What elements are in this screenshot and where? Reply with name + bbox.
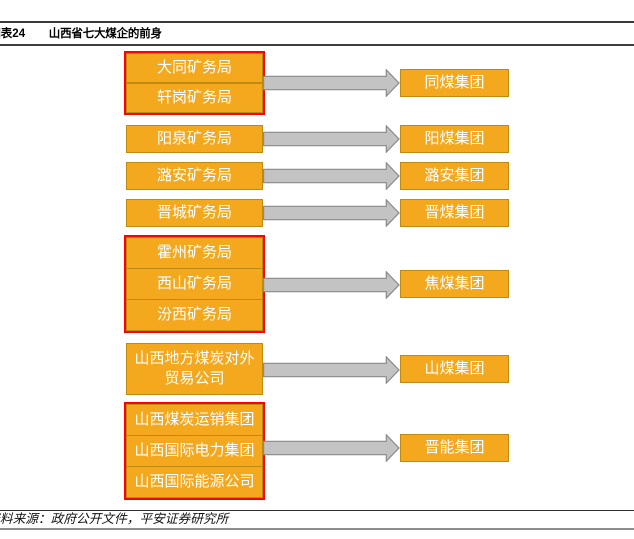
predecessor-box: 西山矿务局 xyxy=(126,268,263,300)
title-rule xyxy=(0,44,634,46)
source-note: 资料来源：政府公开文件，平安证券研究所 xyxy=(0,512,229,527)
figure-title: 山西省七大煤企的前身 xyxy=(48,27,162,40)
predecessor-box: 山西地方煤炭对外贸易公司 xyxy=(126,343,263,395)
predecessor-box: 霍州矿务局 xyxy=(126,237,263,269)
figure-label: 图表24 xyxy=(0,27,26,40)
predecessor-box: 山西国际能源公司 xyxy=(126,466,263,499)
predecessor-box: 汾西矿务局 xyxy=(126,299,263,332)
predecessor-group: 霍州矿务局 西山矿务局 汾西矿务局 xyxy=(124,235,265,333)
source-row: 资料来源：政府公开文件，平安证券研究所 xyxy=(0,512,634,528)
successor-box: 山煤集团 xyxy=(400,354,509,383)
predecessor-box: 山西国际电力集团 xyxy=(126,435,263,467)
flow-arrow xyxy=(263,69,400,97)
figure-header: 图表24 山西省七大煤企的前身 xyxy=(0,26,634,42)
successor-box: 潞安集团 xyxy=(400,162,509,190)
successor-box: 阳煤集团 xyxy=(400,125,509,153)
predecessor-box: 轩岗矿务局 xyxy=(126,82,263,113)
flow-arrow xyxy=(263,270,400,299)
top-rule xyxy=(0,21,634,23)
successor-box: 晋能集团 xyxy=(400,434,509,462)
predecessor-box: 大同矿务局 xyxy=(126,53,263,84)
predecessor-box: 晋城矿务局 xyxy=(126,199,263,227)
source-rule-top xyxy=(0,509,634,512)
flow-arrow xyxy=(263,162,400,190)
predecessor-box: 阳泉矿务局 xyxy=(126,125,263,153)
predecessor-group: 大同矿务局 轩岗矿务局 xyxy=(124,51,265,115)
flow-arrow xyxy=(263,434,400,462)
flow-arrow xyxy=(263,199,400,227)
successor-box: 同煤集团 xyxy=(400,69,509,97)
flow-arrow xyxy=(263,125,400,153)
successor-box: 焦煤集团 xyxy=(400,270,509,298)
predecessor-box: 山西煤炭运销集团 xyxy=(126,404,263,436)
predecessor-group: 山西煤炭运销集团 山西国际电力集团 山西国际能源公司 xyxy=(124,402,265,500)
source-rule-bottom xyxy=(0,527,634,530)
predecessor-box: 潞安矿务局 xyxy=(126,162,263,190)
successor-box: 晋煤集团 xyxy=(400,199,509,227)
flow-arrow xyxy=(263,355,400,384)
